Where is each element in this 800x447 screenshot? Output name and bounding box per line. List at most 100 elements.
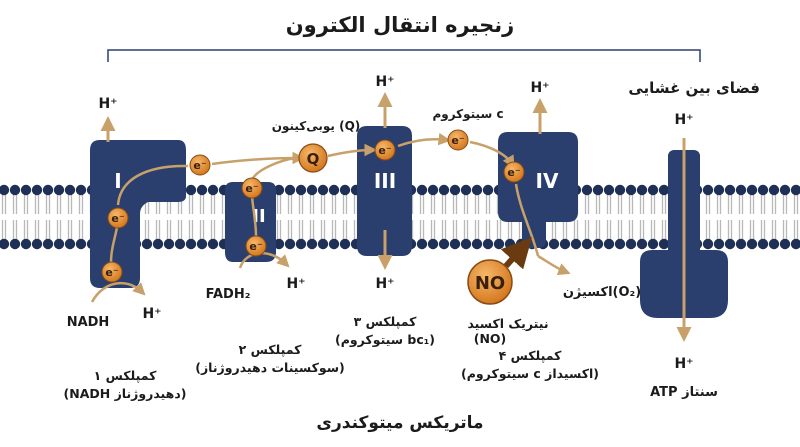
electron-icon	[101, 261, 123, 283]
electron-path-7	[397, 132, 451, 148]
lipid-head	[75, 238, 87, 250]
electron-path-6	[327, 143, 377, 158]
complex-1-label: کمپلکس ۱	[94, 368, 158, 383]
electron-icon	[189, 154, 211, 176]
lipid-head	[647, 184, 659, 196]
lipid-head	[273, 184, 285, 196]
lipid-head	[581, 238, 593, 250]
lipid-head	[581, 184, 593, 196]
electron-path-8	[469, 140, 515, 169]
lipid-head	[31, 238, 43, 250]
title-bracket	[107, 49, 701, 62]
lipid-head	[493, 238, 505, 250]
cytochrome-c-label: سیتوکروم c	[432, 107, 503, 122]
lipid-head	[196, 184, 208, 196]
complex-2-sublabel: (سوکسینات دهیدروژناز)	[195, 360, 345, 375]
no-inhibition-arrow	[500, 237, 533, 270]
proton-label: H⁺	[530, 80, 549, 96]
intermembrane-space-label: فضای بین غشایی	[628, 79, 760, 97]
electron-icon	[503, 161, 525, 183]
lipid-head	[31, 184, 43, 196]
lipid-head	[713, 184, 725, 196]
complex-3-sublabel: (سیتوکروم bc₁)	[335, 332, 435, 348]
lipid-head	[306, 238, 318, 250]
lipid-head	[614, 184, 626, 196]
lipid-head	[658, 184, 670, 196]
complex-4-label: کمپلکس ۴	[499, 348, 563, 363]
proton-label: H⁺	[375, 74, 394, 90]
proton-labels: H⁺H⁺H⁺H⁺H⁺H⁺H⁺H⁺	[98, 74, 693, 372]
lipid-head	[207, 238, 219, 250]
lipid-head	[174, 238, 186, 250]
lipid-head	[284, 238, 296, 250]
complex-3-shape	[357, 126, 412, 256]
proton-label: H⁺	[674, 112, 693, 128]
lipid-head	[9, 184, 21, 196]
lipid-head	[339, 238, 351, 250]
electron-icon	[447, 129, 469, 151]
lipid-head	[185, 184, 197, 196]
lipid-head	[636, 184, 648, 196]
lipid-head	[438, 184, 450, 196]
atp-synthase-label: ATP سنتاز	[650, 385, 718, 400]
lipid-head	[53, 184, 65, 196]
oxygen-label: اکسیژن(O₂)	[563, 285, 641, 300]
lipid-head	[295, 184, 307, 196]
lipid-head	[295, 238, 307, 250]
electron-path-9	[514, 183, 540, 257]
lipid-head	[625, 184, 637, 196]
lipid-head	[779, 238, 791, 250]
lipid-head	[504, 238, 516, 250]
lipid-head	[625, 238, 637, 250]
lipid-head	[592, 184, 604, 196]
lipid-head	[471, 238, 483, 250]
lipid-head	[647, 238, 659, 250]
lipid-head	[0, 238, 10, 250]
lipid-head	[163, 238, 175, 250]
lipid-head	[306, 184, 318, 196]
lipid-head	[0, 184, 10, 196]
nadh-label: NADH	[67, 315, 110, 330]
electron-label: e⁻	[507, 166, 520, 179]
proton-label: H⁺	[375, 276, 394, 292]
lipid-head	[757, 184, 769, 196]
lipid-head	[64, 184, 76, 196]
electron-icon	[107, 207, 129, 229]
electron-label: e⁻	[193, 159, 206, 172]
electron-path-2	[116, 164, 189, 206]
complex-1-numeral: I	[114, 169, 121, 193]
lipid-head	[548, 238, 560, 250]
lipid-head	[790, 184, 800, 196]
oxygen-arrow	[537, 254, 571, 276]
proton-label: H⁺	[142, 306, 161, 322]
electrons: e⁻e⁻e⁻e⁻e⁻e⁻e⁻e⁻	[101, 129, 525, 283]
electron-label: e⁻	[111, 212, 124, 225]
lipid-head	[317, 184, 329, 196]
lipid-head	[713, 238, 725, 250]
lipid-head	[196, 238, 208, 250]
lipid-head	[482, 238, 494, 250]
lipid-head	[603, 184, 615, 196]
electron-path-5	[250, 156, 297, 181]
electron-label: e⁻	[245, 182, 258, 195]
lipid-head	[757, 238, 769, 250]
lipid-head	[790, 238, 800, 250]
lipid-head	[592, 238, 604, 250]
complex-1-sublabel: (NADH دهیدروژناز)	[64, 386, 187, 401]
lipid-head	[185, 238, 197, 250]
lipid-head	[42, 184, 54, 196]
lipid-head	[460, 238, 472, 250]
lipid-head	[779, 184, 791, 196]
lipid-head	[328, 184, 340, 196]
lipid-head	[42, 238, 54, 250]
lipid-head	[724, 238, 736, 250]
lipid-head	[317, 238, 329, 250]
lipid-head	[614, 238, 626, 250]
lipid-head	[460, 184, 472, 196]
page-title: زنجیره انتقال الکترون	[286, 13, 515, 37]
lipid-head	[328, 238, 340, 250]
electron-icon	[245, 235, 267, 257]
electron-icon	[241, 177, 263, 199]
lipid-head	[735, 184, 747, 196]
complex-2-label: کمپلکس ۲	[239, 342, 303, 357]
